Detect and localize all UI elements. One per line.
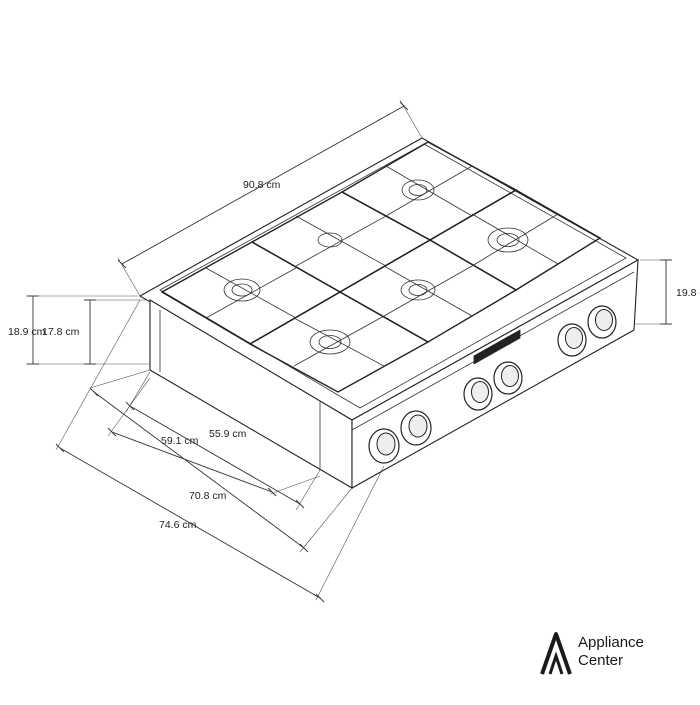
knob-5 xyxy=(557,323,587,357)
cooktop-grates xyxy=(160,141,602,393)
dimension-depth-70: 70.8 cm xyxy=(89,369,353,553)
dimension-depth-55: 55.9 cm xyxy=(125,371,321,511)
width-label: 90.8 cm xyxy=(243,179,281,191)
dimension-width: 90.8 cm xyxy=(117,99,423,297)
grate-front-right xyxy=(428,189,602,291)
depth-74-label: 74.6 cm xyxy=(159,519,197,531)
height-front-label: 18.9 cm xyxy=(8,326,46,338)
burner-front-left xyxy=(223,278,261,302)
appliance-center-logo-icon xyxy=(540,632,572,675)
dimension-depth-59: 59.1 cm xyxy=(107,377,321,497)
dimension-height-front: 18.9 cm xyxy=(8,295,150,365)
burner-front-right xyxy=(487,227,529,253)
burner-back-left xyxy=(317,232,343,248)
knob-1 xyxy=(368,428,400,464)
brand-name-line2: Center xyxy=(578,652,624,669)
dimension-height-right: 19.8 cm xyxy=(634,259,700,325)
knob-3 xyxy=(463,377,493,411)
dimension-height-body: 17.8 cm xyxy=(42,299,148,365)
brand-name-line1: Appliance xyxy=(578,634,644,651)
knob-6 xyxy=(587,305,617,339)
burner-front-mid xyxy=(309,329,351,355)
brand-nameplate xyxy=(473,329,521,365)
height-right-label: 19.8 cm xyxy=(676,287,700,299)
cooktop-rim xyxy=(159,143,627,409)
brand-logo-block: Appliance Center xyxy=(530,626,690,686)
dimension-depth-74: 74.6 cm xyxy=(55,299,385,603)
cooktop-knobs xyxy=(368,305,617,464)
burner-back-right xyxy=(401,179,435,201)
depth-59-label: 59.1 cm xyxy=(161,435,199,447)
depth-70-label: 70.8 cm xyxy=(189,490,227,502)
knob-2 xyxy=(400,410,432,446)
knob-4 xyxy=(493,361,523,395)
burner-back-mid xyxy=(400,279,436,301)
height-body-label: 17.8 cm xyxy=(42,326,80,338)
depth-55-label: 55.9 cm xyxy=(209,428,247,440)
